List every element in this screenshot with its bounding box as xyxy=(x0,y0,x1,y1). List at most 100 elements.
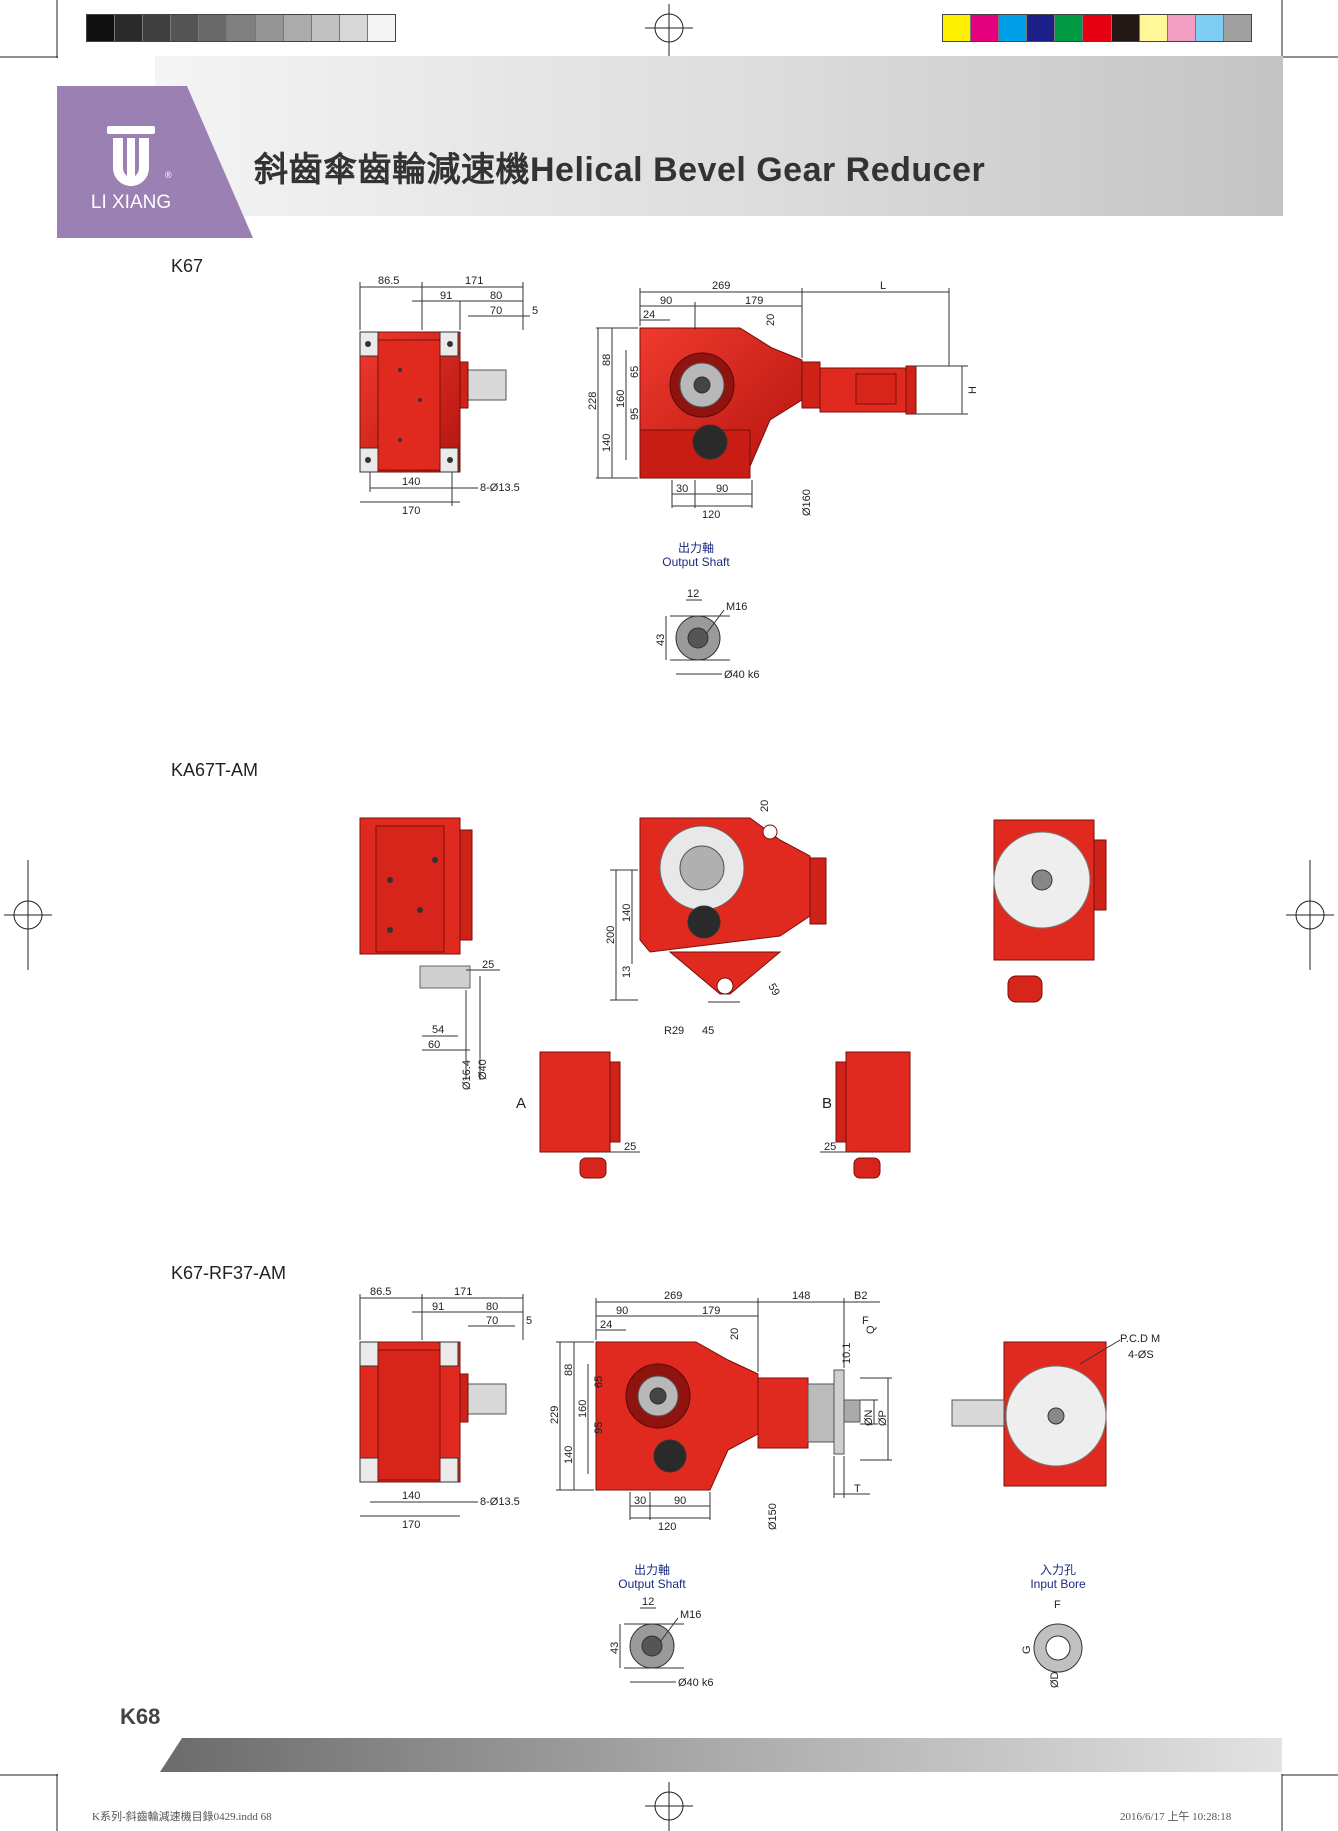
svg-text:Ø40: Ø40 xyxy=(477,1059,489,1080)
ka67-view-a: A 25 xyxy=(516,1051,640,1179)
svg-text:43: 43 xyxy=(655,634,667,646)
svg-text:Output Shaft: Output Shaft xyxy=(618,1577,686,1591)
svg-text:179: 179 xyxy=(702,1305,720,1317)
svg-text:140: 140 xyxy=(621,904,633,922)
footer-file-info: K系列-斜齒輪減速機目錄0429.indd 68 xyxy=(92,1811,272,1823)
svg-text:T: T xyxy=(854,1483,861,1495)
k67-side-view xyxy=(359,331,507,473)
title-en: Helical Bevel Gear Reducer xyxy=(530,151,986,189)
gray-swatch xyxy=(255,15,284,41)
svg-text:160: 160 xyxy=(615,390,627,408)
color-swatch xyxy=(943,15,972,41)
color-swatch xyxy=(1223,15,1252,41)
gray-swatch xyxy=(171,15,200,41)
svg-text:95: 95 xyxy=(629,408,641,420)
k67-drawing: 86.5 171 91 80 70 5 140 170 8-Ø13.5 269 … xyxy=(359,275,979,681)
gray-swatch xyxy=(367,15,396,41)
svg-text:269: 269 xyxy=(712,280,730,292)
svg-text:88: 88 xyxy=(563,1364,575,1376)
svg-text:5: 5 xyxy=(526,1315,532,1327)
logo-text: LI XIANG xyxy=(91,192,171,213)
svg-text:43: 43 xyxy=(609,1642,621,1654)
svg-text:8-Ø13.5: 8-Ø13.5 xyxy=(480,482,520,494)
svg-text:90: 90 xyxy=(716,483,728,495)
svg-text:70: 70 xyxy=(490,305,502,317)
svg-text:90: 90 xyxy=(674,1495,686,1507)
svg-text:171: 171 xyxy=(454,1286,472,1298)
section-label-k67-rf37-am: K67-RF37-AM xyxy=(171,1263,287,1283)
svg-text:140: 140 xyxy=(563,1446,575,1464)
svg-text:86.5: 86.5 xyxy=(370,1286,391,1298)
svg-text:ØN: ØN xyxy=(863,1409,875,1426)
k67rf-input-bore-detail: 入力孔 Input Bore F G ØD xyxy=(1021,1563,1086,1688)
svg-text:G: G xyxy=(1021,1645,1033,1654)
section-label-k67: K67 xyxy=(171,256,204,276)
svg-text:160: 160 xyxy=(577,1400,589,1418)
color-swatch xyxy=(999,15,1028,41)
svg-text:8-Ø13.5: 8-Ø13.5 xyxy=(480,1496,520,1508)
lixiang-logo-icon xyxy=(107,126,155,186)
svg-text:65: 65 xyxy=(629,366,641,378)
svg-text:20: 20 xyxy=(759,800,771,812)
svg-text:30: 30 xyxy=(676,483,688,495)
svg-text:200: 200 xyxy=(605,926,617,944)
svg-text:25: 25 xyxy=(624,1141,636,1153)
title-zh: 斜齒傘齒輪減速機 xyxy=(254,150,530,190)
color-swatch xyxy=(1083,15,1112,41)
svg-text:24: 24 xyxy=(643,309,655,321)
svg-text:148: 148 xyxy=(792,1290,810,1302)
gray-swatch xyxy=(87,15,116,41)
svg-text:91: 91 xyxy=(432,1301,444,1313)
svg-text:90: 90 xyxy=(660,295,672,307)
gray-swatch xyxy=(199,15,228,41)
svg-text:269: 269 xyxy=(664,1290,682,1302)
ka67-side-view xyxy=(359,817,473,989)
gray-swatch xyxy=(339,15,368,41)
svg-text:95: 95 xyxy=(593,1422,605,1434)
color-swatch xyxy=(1139,15,1168,41)
svg-text:140: 140 xyxy=(402,1490,420,1502)
svg-text:140: 140 xyxy=(402,476,420,488)
svg-text:Output Shaft: Output Shaft xyxy=(662,555,730,569)
svg-text:25: 25 xyxy=(824,1141,836,1153)
svg-text:54: 54 xyxy=(432,1024,444,1036)
color-swatch xyxy=(1055,15,1084,41)
svg-text:45: 45 xyxy=(702,1025,714,1037)
page-title: 斜齒傘齒輪減速機Helical Bevel Gear Reducer xyxy=(254,142,985,191)
svg-text:Q: Q xyxy=(865,1325,877,1334)
svg-text:出力軸: 出力軸 xyxy=(678,541,714,555)
svg-text:F: F xyxy=(862,1315,869,1327)
svg-text:B: B xyxy=(822,1095,832,1112)
svg-text:Ø40 k6: Ø40 k6 xyxy=(678,1677,713,1689)
svg-text:Ø150: Ø150 xyxy=(767,1503,779,1530)
svg-text:88: 88 xyxy=(601,354,613,366)
svg-text:120: 120 xyxy=(658,1521,676,1533)
header-band xyxy=(155,56,1283,216)
svg-text:5: 5 xyxy=(532,305,538,317)
svg-text:ØP: ØP xyxy=(877,1410,889,1426)
svg-text:90: 90 xyxy=(616,1305,628,1317)
ka67-view-b: B 25 xyxy=(820,1051,911,1179)
ka67-rear-view xyxy=(993,819,1107,1003)
k67rf-side-view xyxy=(359,1341,507,1483)
k67rf-front-view xyxy=(595,1341,861,1491)
color-bar xyxy=(942,14,1252,42)
svg-text:91: 91 xyxy=(440,290,452,302)
svg-text:®: ® xyxy=(165,170,172,180)
color-swatch xyxy=(971,15,1000,41)
color-swatch xyxy=(1111,15,1140,41)
svg-text:86.5: 86.5 xyxy=(378,275,399,287)
section-label-ka67t-am: KA67T-AM xyxy=(171,760,259,780)
svg-text:70: 70 xyxy=(486,1315,498,1327)
svg-text:80: 80 xyxy=(486,1301,498,1313)
svg-text:140: 140 xyxy=(601,434,613,452)
svg-text:20: 20 xyxy=(729,1328,741,1340)
page-number: K68 xyxy=(120,1704,161,1729)
svg-text:65: 65 xyxy=(593,1376,605,1388)
gray-swatch xyxy=(227,15,256,41)
svg-text:M16: M16 xyxy=(680,1609,701,1621)
footer-band xyxy=(160,1738,1282,1772)
svg-text:59: 59 xyxy=(765,982,782,999)
k67-front-view xyxy=(639,327,917,479)
